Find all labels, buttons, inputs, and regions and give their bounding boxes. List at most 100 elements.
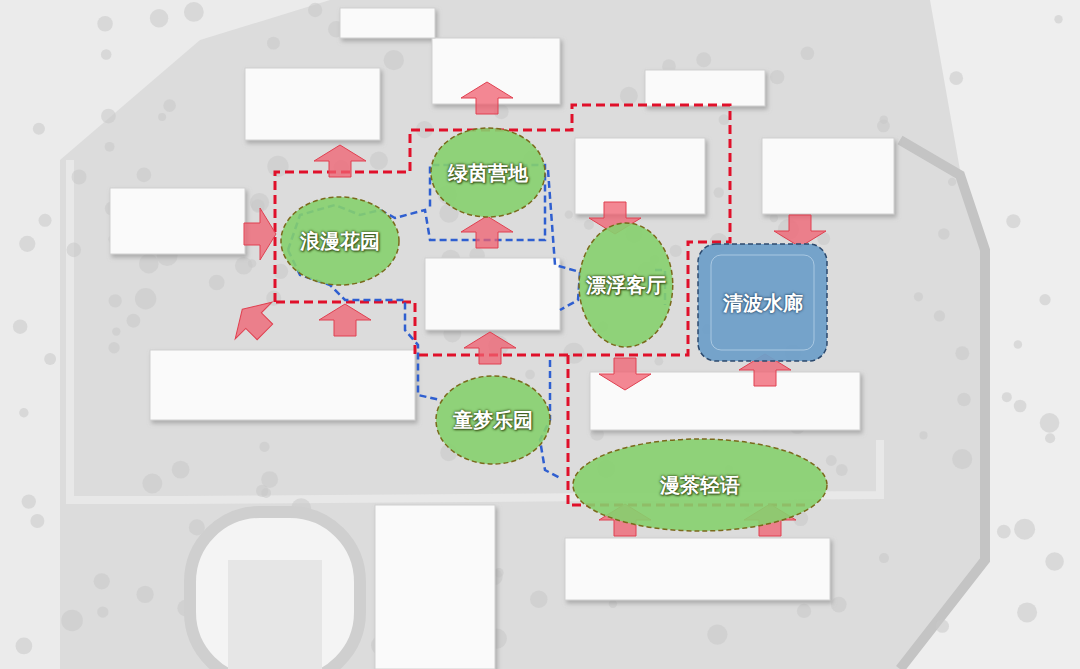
tree	[137, 167, 152, 182]
tree	[934, 310, 945, 321]
tree	[1054, 15, 1062, 23]
tree	[957, 393, 971, 407]
tree	[13, 319, 27, 333]
tree	[1017, 602, 1037, 622]
tree	[16, 638, 33, 655]
tree	[136, 586, 153, 603]
zone-shape	[573, 439, 827, 531]
tree	[261, 471, 278, 488]
building	[425, 258, 560, 330]
view-arrow	[599, 358, 651, 390]
tree	[108, 342, 119, 353]
tree	[826, 455, 837, 466]
sports-field	[228, 560, 322, 669]
tree	[801, 47, 815, 61]
zone-label: 童梦乐园	[453, 408, 533, 432]
tree	[770, 70, 784, 84]
tree	[563, 343, 584, 364]
tree	[184, 2, 204, 22]
tree	[525, 370, 535, 380]
tree	[30, 514, 44, 528]
zone-label: 浪漫花园	[300, 229, 380, 253]
tree	[97, 16, 113, 32]
tree	[248, 259, 256, 267]
zone-shape	[431, 128, 545, 217]
tree	[97, 606, 108, 617]
tree	[530, 590, 547, 607]
tree	[919, 431, 927, 439]
road	[900, 140, 985, 669]
view-arrow	[464, 332, 516, 364]
tree	[163, 99, 176, 112]
tree	[105, 142, 115, 152]
tree	[101, 49, 112, 60]
tree	[19, 408, 28, 417]
tree	[142, 474, 162, 494]
zone-ellipse: 漂浮客厅	[578, 222, 674, 348]
tree	[494, 568, 503, 577]
tree	[770, 214, 778, 222]
tree-cluster	[13, 2, 1064, 655]
zone-shape	[281, 197, 399, 285]
tree	[797, 604, 811, 618]
tree	[879, 553, 889, 563]
view-arrow	[461, 216, 513, 248]
tree	[22, 494, 36, 508]
tree	[267, 37, 280, 50]
tree	[1039, 294, 1050, 305]
building	[565, 538, 830, 600]
tree	[952, 449, 972, 469]
tree	[67, 243, 82, 258]
tree	[139, 254, 159, 274]
tree	[997, 525, 1011, 539]
zone-shape	[579, 223, 673, 347]
zone-label: 漂浮客厅	[586, 273, 666, 297]
zone-shape	[698, 244, 827, 361]
tree	[836, 464, 848, 476]
zone-label: 漫茶轻语	[660, 473, 740, 497]
tree	[135, 288, 156, 309]
building	[245, 68, 380, 140]
path-line	[548, 170, 580, 310]
tree	[955, 346, 969, 360]
tree	[19, 236, 35, 252]
zone-ellipse: 童梦乐园	[435, 375, 551, 465]
tree	[654, 357, 663, 366]
building	[340, 8, 435, 38]
view-arrow	[244, 208, 276, 260]
tree	[101, 109, 116, 124]
tree	[949, 71, 963, 85]
outer-ground	[900, 0, 1080, 669]
tree	[831, 597, 847, 613]
building	[375, 505, 495, 669]
tree	[308, 3, 322, 17]
tree	[620, 87, 638, 105]
tree	[584, 220, 594, 230]
tree	[938, 228, 949, 239]
zone-shape	[436, 376, 550, 464]
tree	[112, 327, 120, 335]
tree	[609, 600, 617, 608]
pool-edge	[711, 255, 814, 350]
building	[575, 138, 705, 214]
tree	[1045, 552, 1064, 571]
tree	[384, 50, 404, 70]
tree	[936, 620, 949, 633]
tree	[1040, 413, 1060, 433]
tree	[267, 156, 288, 177]
tree	[370, 152, 388, 170]
view-arrow	[319, 304, 371, 336]
tree	[158, 113, 166, 121]
zone-ellipse: 漫茶轻语	[572, 438, 828, 532]
tree	[948, 178, 956, 186]
tree	[150, 9, 168, 27]
tree	[251, 199, 264, 212]
tree	[127, 314, 141, 328]
view-arrow	[461, 82, 513, 114]
tree	[33, 123, 45, 135]
tree	[259, 442, 269, 452]
tree	[670, 245, 682, 257]
tree	[1014, 519, 1035, 540]
